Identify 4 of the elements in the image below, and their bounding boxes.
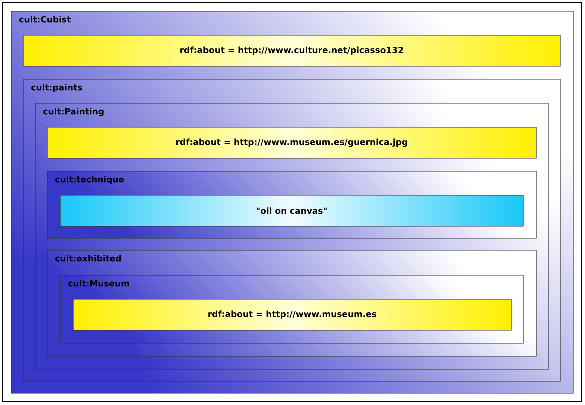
attribute-bar: rdf:about = http://www.culture.net/picasso132 (23, 35, 561, 67)
attribute-bar: rdf:about = http://www.museum.es (73, 299, 512, 331)
literal-bar: "oil on canvas" (60, 195, 524, 227)
attribute-bar: rdf:about = http://www.museum.es/guernica.jpg (47, 127, 537, 159)
